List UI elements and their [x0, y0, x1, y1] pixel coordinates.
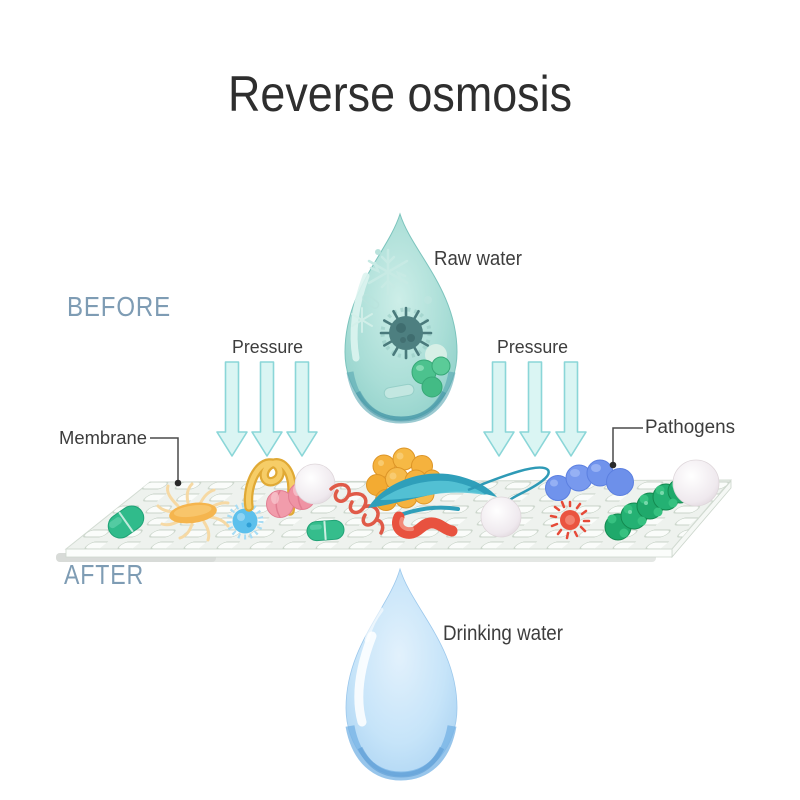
blue-cocci-chain-icon	[545, 459, 634, 501]
red-worm-icon	[392, 511, 458, 539]
algae-spheres-icon	[411, 356, 451, 398]
pressure-arrow	[519, 361, 551, 457]
raw-water-label: Raw water	[434, 248, 522, 270]
pressure-arrow	[251, 361, 283, 457]
raw-water-drop	[344, 212, 458, 424]
capsule-bacterium-icon	[383, 383, 415, 400]
pressure-arrow	[555, 361, 587, 457]
pathogens-label: Pathogens	[645, 417, 735, 438]
pressure-label-right: Pressure	[497, 337, 568, 357]
pressure-arrow	[286, 361, 318, 457]
white-cell-icon	[480, 496, 522, 538]
pressure-arrows-left	[216, 361, 318, 457]
membrane-label: Membrane	[59, 428, 147, 448]
red-spiky-virus-icon	[549, 500, 591, 540]
pressure-arrows-right	[483, 361, 587, 457]
pressure-label-left: Pressure	[232, 337, 303, 357]
page-title: Reverse osmosis	[228, 66, 572, 122]
drinking-water-drop	[345, 567, 458, 781]
flagellated-bacterium-icon	[156, 482, 230, 542]
green-capsule-bacterium-icon	[107, 505, 145, 539]
membrane-leader-line	[150, 437, 182, 487]
membrane-front-face	[65, 548, 673, 558]
red-spirillum-icon	[329, 482, 385, 535]
white-cell-icon	[672, 459, 720, 507]
white-cell-icon	[294, 463, 336, 505]
after-label: AFTER	[64, 559, 144, 590]
pathogens-leader-line	[609, 427, 643, 469]
drinking-water-label: Drinking water	[443, 622, 563, 645]
green-capsule-bacterium-icon	[306, 519, 345, 542]
snowflake-icon	[367, 248, 409, 296]
coronavirus-icon	[379, 306, 433, 360]
fuzzy-virus-icon	[226, 502, 264, 540]
pressure-arrow	[483, 361, 515, 457]
before-label: BEFORE	[67, 291, 171, 322]
pressure-arrow	[216, 361, 248, 457]
teal-flagellate-icon	[368, 466, 550, 517]
debris-icon	[362, 249, 432, 310]
snowflake-icon	[351, 307, 373, 333]
